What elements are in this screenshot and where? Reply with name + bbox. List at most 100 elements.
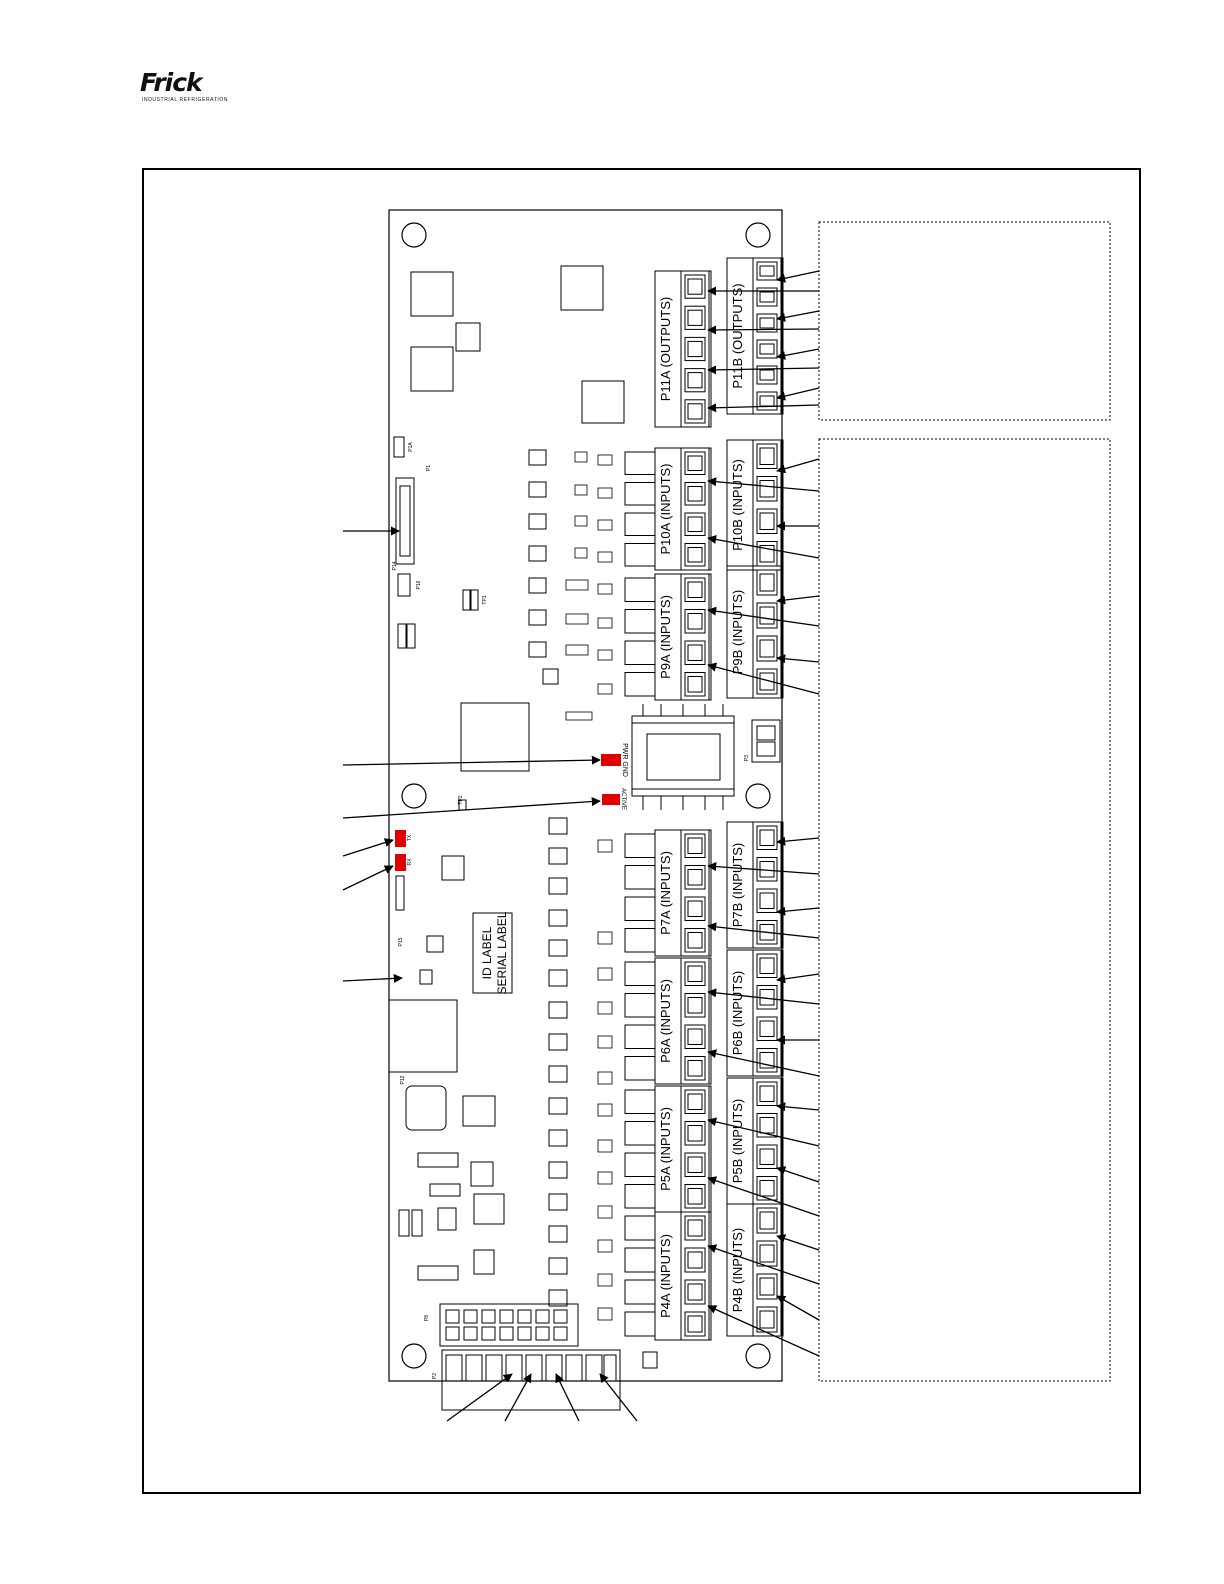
callout-arrow — [342, 797, 601, 819]
callout-arrow — [776, 310, 820, 322]
refdes-p12: P12 — [400, 1075, 406, 1084]
label-p11a: P11A (OUTPUTS) — [658, 297, 673, 402]
connector-p10a — [624, 447, 712, 571]
callout-arrow — [707, 862, 820, 875]
refdes-p1: P1 — [426, 465, 432, 471]
callout-arrow — [707, 403, 820, 413]
indicator-squares-upper — [528, 449, 559, 685]
callout-arrow — [707, 1244, 820, 1285]
tx-label: TX — [407, 834, 413, 841]
id-label: ID LABEL — [480, 926, 494, 979]
callout-arrow — [776, 270, 820, 283]
label-p7b: P7B (INPUTS) — [730, 843, 745, 928]
label-p4a: P4A (INPUTS) — [658, 1234, 673, 1318]
connector-labels: P11A (OUTPUTS) P11B (OUTPUTS) P10A (INPUTS… — [658, 283, 745, 1318]
connector-blocks — [624, 257, 784, 1341]
refdes-tp1: TP1 — [482, 595, 488, 604]
label-p6a: P6A (INPUTS) — [658, 979, 673, 1063]
refdes-p1a: P1A — [408, 442, 414, 452]
label-p9b: P9B (INPUTS) — [730, 590, 745, 675]
inputs-legend-box — [818, 438, 1111, 1382]
connector-p5a — [624, 1085, 712, 1213]
transformer — [631, 704, 781, 810]
connector-p6a — [624, 957, 712, 1085]
callout-arrow — [707, 922, 820, 939]
callout-arrow — [707, 988, 820, 1005]
callout-arrows — [342, 270, 820, 1422]
callout-arrow — [555, 1373, 580, 1422]
callout-arrow — [776, 458, 820, 474]
active-label: ACTIVE — [620, 788, 626, 810]
label-p11b: P11B (OUTPUTS) — [730, 283, 745, 388]
callout-arrow — [707, 534, 820, 559]
connector-p7a — [624, 829, 712, 957]
indicator-squares-lower — [548, 817, 568, 1307]
id-serial-label-box — [472, 912, 513, 994]
callout-arrow — [342, 865, 394, 891]
callout-arrow — [707, 1049, 820, 1077]
callout-arrow — [707, 1305, 820, 1357]
callout-arrow — [446, 1373, 513, 1422]
callout-arrow — [776, 1234, 820, 1251]
callout-arrow — [707, 325, 820, 335]
callout-arrow — [342, 755, 601, 766]
callout-arrow — [776, 1166, 820, 1183]
callout-arrow — [707, 365, 820, 375]
refdes-p15: P15 — [398, 937, 404, 946]
rx-label: RX — [407, 858, 413, 866]
label-p4b: P4B (INPUTS) — [730, 1228, 745, 1313]
callout-arrow — [504, 1373, 532, 1422]
active-led — [602, 794, 620, 805]
callout-arrow — [776, 387, 820, 401]
label-p5b: P5B (INPUTS) — [730, 1099, 745, 1184]
callout-arrow — [707, 662, 820, 695]
callout-arrow — [776, 595, 820, 605]
jumper-blocks — [395, 451, 613, 1321]
frick-logo: Frick INDUSTRIAL REFRIGERATION — [140, 68, 230, 108]
label-p10a: P10A (INPUTS) — [658, 463, 673, 554]
connector-p4a — [624, 1211, 712, 1341]
refdes-p8: P8 — [424, 1315, 430, 1321]
callout-arrow — [776, 654, 820, 664]
label-p6b: P6B (INPUTS) — [730, 971, 745, 1056]
callout-arrow — [707, 1117, 820, 1147]
refdes-p16: P16 — [416, 580, 422, 589]
connector-p9a — [624, 573, 712, 701]
connector-p9b — [726, 565, 784, 699]
label-p5a: P5A (INPUTS) — [658, 1107, 673, 1191]
connector-p11b — [726, 257, 784, 415]
figure-frame — [142, 168, 1141, 1494]
connector-p11a — [654, 270, 712, 428]
callout-arrow — [599, 1373, 638, 1422]
label-p9a: P9A (INPUTS) — [658, 595, 673, 679]
callout-arrow — [776, 1295, 820, 1321]
callout-arrow — [707, 1176, 820, 1217]
callout-arrow — [776, 836, 820, 846]
rx-led — [395, 854, 406, 871]
refdes-p14: P14 — [392, 561, 398, 570]
callout-arrow — [776, 906, 820, 916]
label-p7a: P7A (INPUTS) — [658, 851, 673, 935]
callout-arrow — [776, 1102, 820, 1112]
terminal-block-p2 — [441, 1349, 621, 1411]
mounting-holes — [401, 222, 771, 1369]
label-p10b: P10B (INPUTS) — [730, 459, 745, 551]
callout-arrow — [707, 606, 820, 627]
outputs-legend-box — [818, 221, 1111, 421]
callout-arrow — [707, 477, 820, 492]
refdes-p3: P3 — [744, 755, 750, 761]
pwr-gnd-led — [601, 754, 621, 766]
callout-arrow — [776, 973, 820, 984]
callout-arrow — [776, 348, 820, 360]
callout-arrow — [342, 838, 394, 857]
connector-p6b — [726, 949, 784, 1077]
pwr-gnd-label: PWR GND — [621, 743, 628, 777]
refdes-tp2: TP2 — [458, 795, 464, 804]
serial-label: SERIAL LABEL — [495, 911, 509, 994]
header-p8 — [439, 1303, 579, 1347]
refdes-p2: P2 — [432, 1373, 438, 1379]
callout-arrow — [342, 973, 403, 983]
logo-wordmark: Frick — [140, 68, 203, 97]
tx-led — [395, 830, 406, 847]
